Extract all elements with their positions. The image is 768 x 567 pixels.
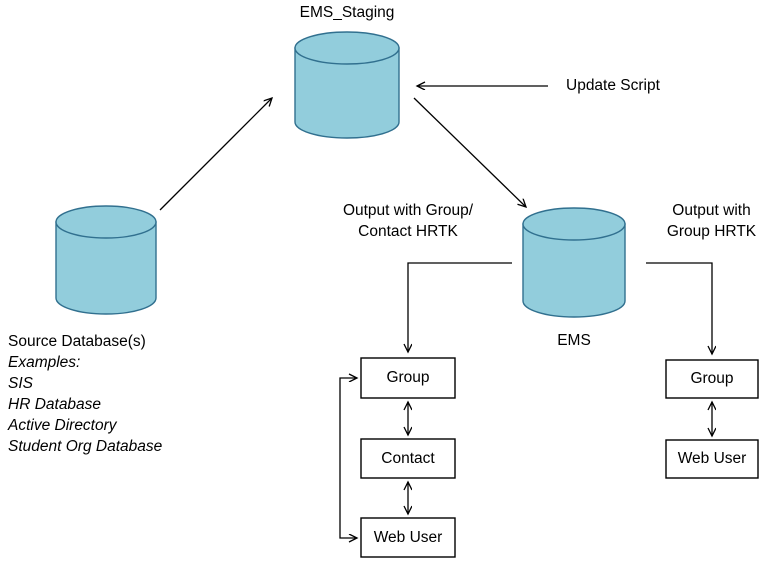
box-right-webuser[interactable] [665,439,759,479]
output-group-contact-label-line1: Output with Group/ [342,202,474,219]
arrow-source-to-staging [159,98,272,211]
ems-staging-label: EMS_Staging [299,4,395,21]
output-group-label-line1: Output with [672,202,751,219]
box-right-group[interactable] [665,359,759,399]
ems-label: EMS [557,332,591,349]
box-left-group[interactable] [360,357,456,399]
source-database-example-sis: SIS [8,375,33,392]
source-database-examples-label: Examples: [8,354,81,371]
source-database-heading: Source Database(s) [8,333,146,350]
arrow-ems-to-left-group [408,262,512,352]
arrow-left-webuser-to-group-loop [339,378,357,538]
box-left-contact[interactable] [360,438,456,479]
source-database-example-hr-database: HR Database [8,396,102,413]
output-group-label-line2: Group HRTK [666,223,757,240]
arrow-ems-to-right-group [646,262,712,354]
cylinder-ems-staging [294,31,400,139]
cylinder-source-database [55,205,157,315]
update-script-label: Update Script [566,77,660,94]
box-left-webuser[interactable] [360,517,456,558]
arrow-staging-to-ems [413,97,526,207]
source-database-example-student-org-database: Student Org Database [8,438,163,455]
output-group-contact-label-line2: Contact HRTK [358,223,458,240]
source-database-example-active-directory: Active Directory [8,417,117,434]
cylinder-ems [522,207,626,318]
